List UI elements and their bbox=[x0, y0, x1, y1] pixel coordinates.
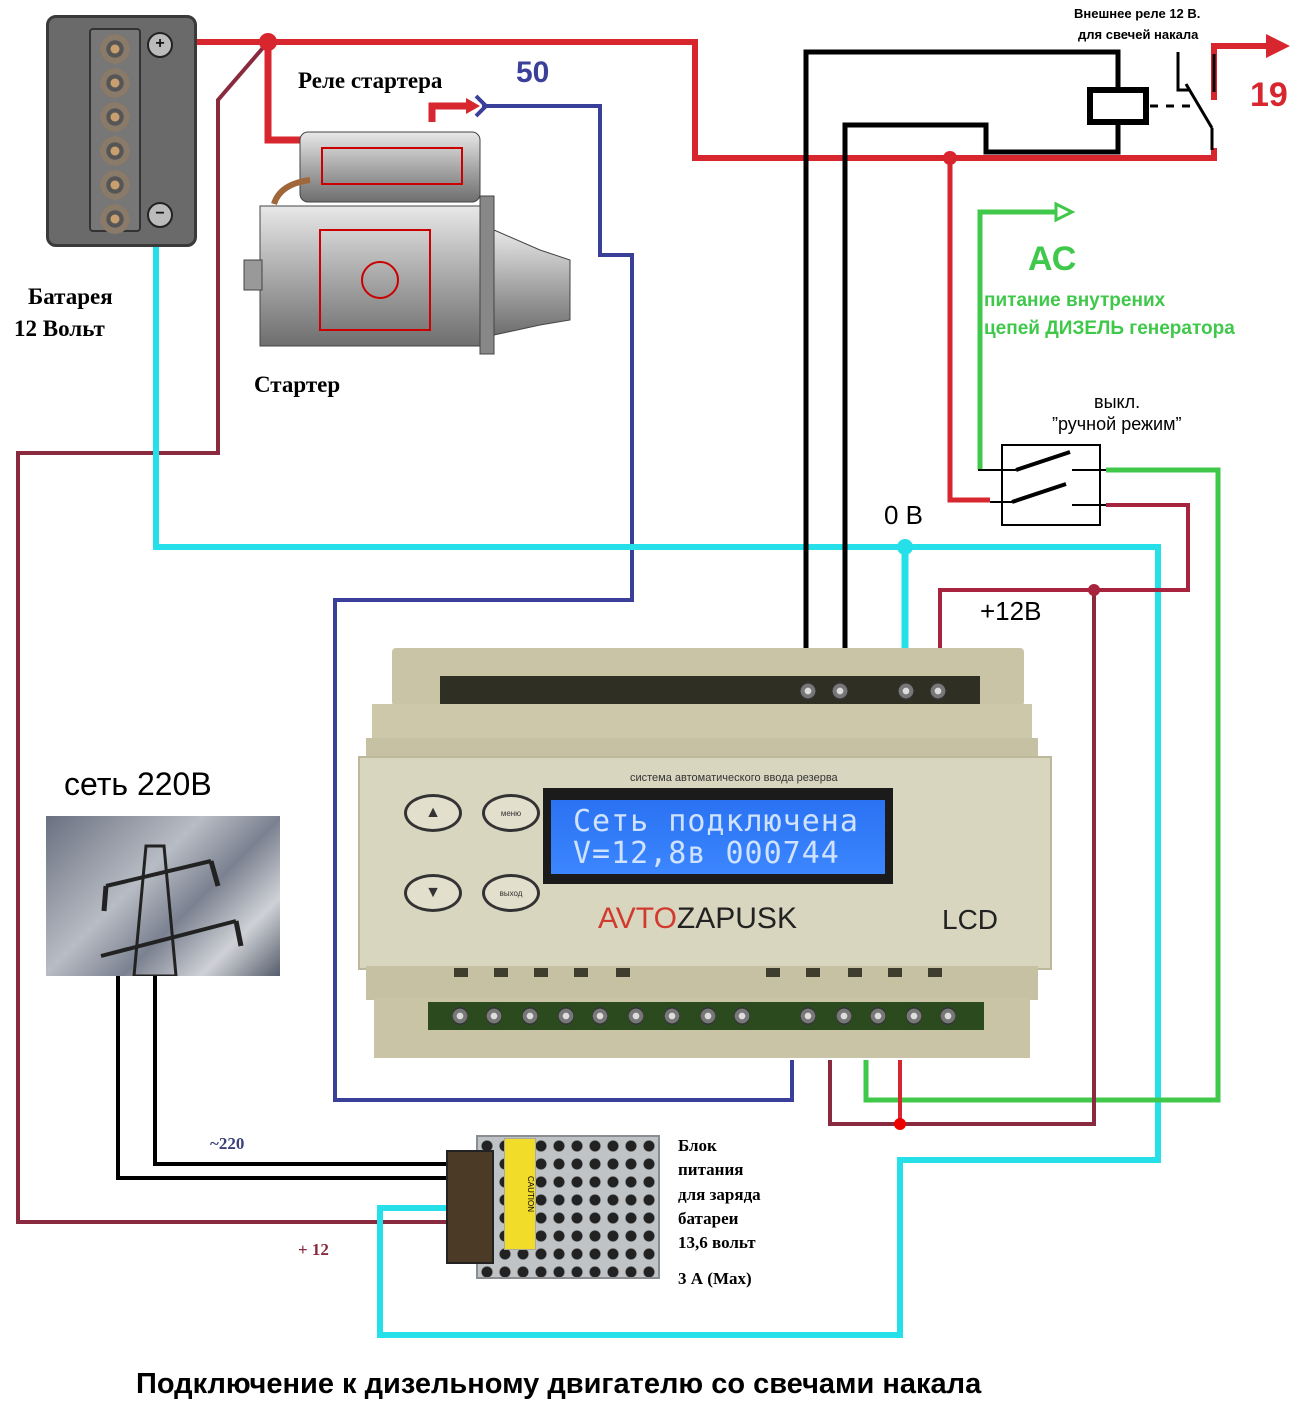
wire-battery-plus-to-psu bbox=[16, 40, 450, 1224]
ac-desc-1: питание внутрених bbox=[984, 290, 1166, 311]
up-button[interactable]: ▲ bbox=[404, 794, 462, 832]
battery: + − bbox=[46, 15, 197, 247]
page-title: Подключение к дизельному двигателю со св… bbox=[136, 1368, 982, 1400]
wire-signal-50 bbox=[333, 104, 794, 1102]
brand-avto: AVTO bbox=[598, 902, 677, 935]
wire-main-positive bbox=[160, 39, 1217, 161]
junction-plus12 bbox=[1088, 584, 1100, 596]
starter-label: Стартер bbox=[254, 372, 341, 397]
top-terminal-block bbox=[440, 676, 980, 704]
manual-switch-box bbox=[1001, 444, 1101, 526]
wire-control-2 bbox=[842, 122, 1121, 650]
wire-plus12-down bbox=[828, 590, 1096, 1126]
brand-zapusk: ZAPUSK bbox=[676, 902, 797, 935]
terminal-50-label: 50 bbox=[516, 56, 550, 89]
battery-label-2: 12 Вольт bbox=[14, 316, 105, 341]
starter-motor-image bbox=[243, 131, 571, 355]
psu-label-1: Блок bbox=[678, 1136, 717, 1155]
wire-relay-to-50 bbox=[428, 102, 470, 122]
arrow-19 bbox=[1266, 34, 1290, 58]
psu-label-4: батареи bbox=[678, 1209, 739, 1228]
battery-plus-terminal: + bbox=[147, 32, 173, 58]
model-label: LCD bbox=[942, 904, 999, 935]
switch-label-1: выкл. bbox=[1094, 392, 1141, 412]
wire-control-1 bbox=[803, 49, 1121, 650]
junction-ground bbox=[897, 539, 913, 555]
junction-main bbox=[259, 33, 277, 51]
psu-label-5: 13,6 вольт bbox=[678, 1233, 756, 1252]
battery-label-1: Батарея bbox=[28, 284, 113, 309]
glow-relay-contact bbox=[1176, 52, 1190, 92]
psu-caution-label: CAUTION bbox=[504, 1138, 536, 1250]
controller-front-panel: система автоматического ввода резерва ▲ … bbox=[358, 756, 1052, 970]
ac-desc-2: цепей ДИЗЕЛЬ генератора bbox=[984, 318, 1235, 339]
down-button[interactable]: ▼ bbox=[404, 874, 462, 912]
psu-label-3: для заряда bbox=[678, 1185, 761, 1204]
zero-volt-label: 0 В bbox=[884, 500, 924, 530]
terminal-19-label: 19 bbox=[1250, 76, 1288, 114]
power-tower-icon bbox=[100, 844, 244, 978]
avtozapusk-controller: система автоматического ввода резерва ▲ … bbox=[358, 648, 1052, 1058]
mains-label: сеть 220В bbox=[64, 766, 212, 802]
bottom-terminal-block bbox=[428, 1002, 984, 1030]
wire-ac-to-controller bbox=[863, 467, 1221, 1103]
switch-label-2: ”ручной режим” bbox=[1052, 414, 1182, 434]
wire-mains-1 bbox=[116, 976, 450, 1180]
starter-relay-label: Реле стартера bbox=[298, 68, 443, 93]
power-line-image bbox=[46, 816, 280, 978]
wire-positive-to-relay bbox=[264, 42, 310, 144]
lcd-line-2: V=12,8в 000744 bbox=[573, 836, 840, 871]
junction-glow bbox=[943, 151, 957, 165]
ac220-label: ~220 bbox=[210, 1134, 245, 1153]
glow-relay-coil bbox=[1087, 87, 1149, 125]
plus12-label: + 12 bbox=[298, 1240, 329, 1259]
controller-subtitle: система автоматического ввода резерва bbox=[630, 772, 838, 784]
wire-mains-2 bbox=[153, 976, 450, 1166]
plus12v-label: +12В bbox=[980, 596, 1042, 626]
psu-label-2: питания bbox=[678, 1160, 744, 1179]
wire-positive-to-switch bbox=[947, 158, 990, 503]
ac-title: АС bbox=[1028, 240, 1077, 278]
wire-ac-output bbox=[977, 209, 1060, 470]
charger-power-supply: CAUTION bbox=[446, 1130, 660, 1280]
glow-relay-label-2: для свечей накала bbox=[1078, 27, 1199, 42]
menu-button[interactable]: меню bbox=[482, 794, 540, 832]
glow-relay-label-1: Внешнее реле 12 В. bbox=[1074, 6, 1201, 21]
battery-cells bbox=[89, 28, 141, 234]
battery-minus-terminal: − bbox=[147, 202, 173, 228]
lcd-line-1: Сеть подключена bbox=[573, 804, 859, 839]
wire-ground bbox=[153, 215, 1161, 1338]
psu-terminals bbox=[446, 1150, 494, 1264]
exit-button[interactable]: выход bbox=[482, 874, 540, 912]
lcd-display: Сеть подключена V=12,8в 000744 bbox=[543, 788, 893, 884]
wire-plus12-rail bbox=[938, 503, 1190, 650]
psu-label-6: 3 А (Max) bbox=[678, 1269, 752, 1288]
brand-logo: AVTOZAPUSK bbox=[598, 902, 797, 936]
